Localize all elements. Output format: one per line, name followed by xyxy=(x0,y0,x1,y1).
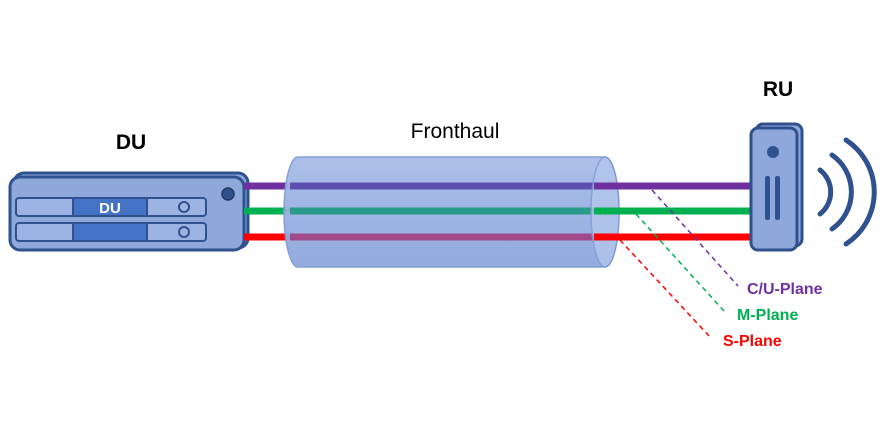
wireless-signal-icon xyxy=(817,137,877,247)
du-badge: DU xyxy=(99,200,121,217)
label-leaders xyxy=(619,189,739,338)
plane-label-m: M-Plane xyxy=(737,307,798,324)
plane-label-s: S-Plane xyxy=(723,333,782,350)
plane-lines-right xyxy=(594,182,755,241)
fronthaul-label: Fronthaul xyxy=(411,120,500,143)
ru-title: RU xyxy=(763,78,793,101)
ru-device xyxy=(749,122,804,252)
plane-label-cu: C/U-Plane xyxy=(747,281,823,298)
du-title: DU xyxy=(116,131,146,154)
du-device xyxy=(8,171,250,252)
fronthaul-cable xyxy=(283,156,620,268)
